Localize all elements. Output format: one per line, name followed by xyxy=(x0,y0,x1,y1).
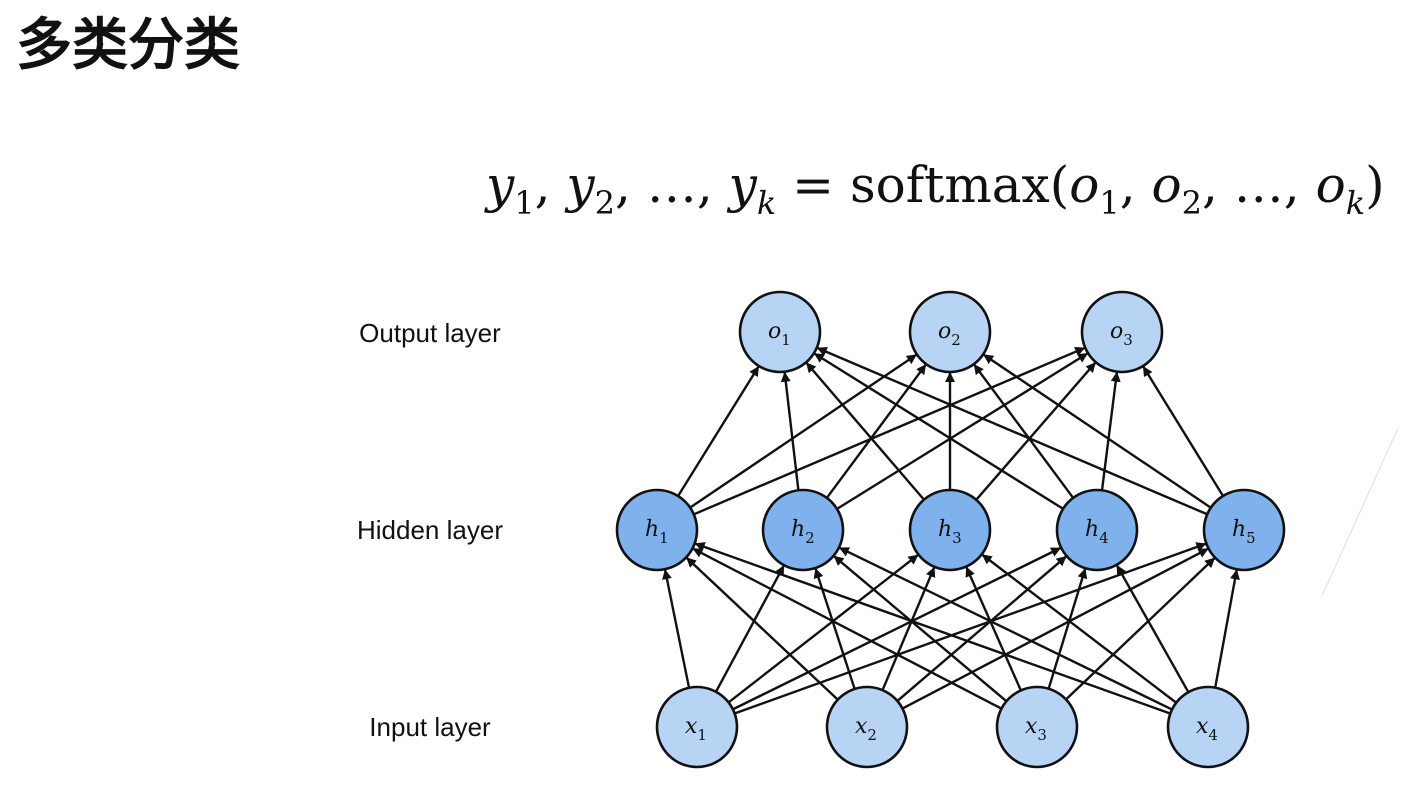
node-o1: o1 xyxy=(738,290,822,374)
formula-ok: o xyxy=(1315,156,1346,214)
edge-x1-h3 xyxy=(728,554,919,703)
edge-x2-h5 xyxy=(902,547,1209,710)
edge-h3-o1 xyxy=(805,362,925,500)
edge-h1-o1 xyxy=(677,365,760,496)
nodes: o1 o2 o3 h1 h2 h3 h4 h5 x1 x2 x3 x4 xyxy=(615,290,1286,769)
edge-x3-h2 xyxy=(833,555,1007,702)
node-h1: h1 xyxy=(615,488,699,572)
formula-y2: y xyxy=(566,156,595,214)
formula-ellipsis: … xyxy=(1233,156,1284,214)
node-circle xyxy=(825,685,909,769)
node-x4: x4 xyxy=(1166,685,1250,769)
node-h3: h3 xyxy=(908,488,992,572)
edge-h2-o2 xyxy=(826,364,927,498)
node-label: x1 xyxy=(685,714,707,744)
formula-equals: = xyxy=(792,156,835,214)
edge-x4-h3 xyxy=(981,553,1177,704)
edge-h2-o3 xyxy=(837,352,1089,510)
node-circle xyxy=(615,488,699,572)
node-h5: h5 xyxy=(1202,488,1286,572)
edge-x2-h1 xyxy=(686,557,838,700)
node-h2: h2 xyxy=(761,488,845,572)
node-x1: x1 xyxy=(655,685,739,769)
edge-x1-h5 xyxy=(735,542,1207,715)
node-circle xyxy=(738,290,822,374)
edge-x1-h2 xyxy=(715,565,785,692)
node-o3: o3 xyxy=(1080,290,1164,374)
edge-h4-o2 xyxy=(973,364,1074,498)
node-circle xyxy=(761,488,845,572)
formula-yk: y xyxy=(728,156,757,214)
node-o2: o2 xyxy=(908,290,992,374)
node-label: h2 xyxy=(791,517,815,547)
node-x3: x3 xyxy=(995,685,1079,769)
node-circle xyxy=(1166,685,1250,769)
node-label: x4 xyxy=(1196,714,1218,744)
formula-ellipsis: … xyxy=(646,156,697,214)
node-circle xyxy=(995,685,1079,769)
node-label: h1 xyxy=(645,517,669,547)
edge-x1-h1 xyxy=(662,569,691,688)
formula-lhs: y1, y2, …, yk xyxy=(486,156,777,222)
formula-o1: o xyxy=(1069,156,1100,214)
page-title: 多类分类 xyxy=(16,13,240,78)
edge-x4-h5 xyxy=(1214,569,1240,687)
node-label: h3 xyxy=(938,517,962,547)
node-label: o2 xyxy=(938,319,961,349)
edge-h2-o1 xyxy=(780,371,800,490)
edge-h5-o1 xyxy=(816,346,1207,516)
edge-h3-o3 xyxy=(975,362,1097,500)
edge-x3-h4 xyxy=(1047,568,1088,689)
node-circle xyxy=(1080,290,1164,374)
edge-x4-h1 xyxy=(694,542,1170,715)
edge-x2-h3 xyxy=(881,566,936,690)
edge-x2-h4 xyxy=(897,555,1067,702)
edge-x1-h4 xyxy=(733,547,1062,710)
edge-h5-o3 xyxy=(1142,366,1224,496)
edge-h5-o2 xyxy=(983,353,1211,509)
node-label: x2 xyxy=(855,714,877,744)
connections xyxy=(662,346,1240,715)
input-layer-label: Input layer xyxy=(369,712,491,742)
edge-h1-o3 xyxy=(694,346,1086,516)
node-circle xyxy=(908,290,992,374)
softmax-formula: y1, y2, …, yk = softmax(o1, o2, …, ok) xyxy=(486,156,1385,222)
node-circle xyxy=(908,488,992,572)
formula-function: softmax xyxy=(849,156,1050,214)
hidden-layer-label: Hidden layer xyxy=(357,515,503,545)
node-label: h4 xyxy=(1085,517,1109,547)
node-label: o1 xyxy=(768,319,791,349)
node-h4: h4 xyxy=(1055,488,1139,572)
node-label: o3 xyxy=(1110,319,1133,349)
node-label: x3 xyxy=(1025,714,1047,744)
decorative-line xyxy=(1321,427,1399,597)
formula-y1: y xyxy=(486,156,515,214)
edge-x3-h5 xyxy=(1065,557,1216,700)
edge-x4-h2 xyxy=(838,546,1172,711)
edge-h4-o1 xyxy=(813,352,1063,510)
node-x2: x2 xyxy=(825,685,909,769)
edge-x3-h3 xyxy=(965,566,1022,690)
node-circle xyxy=(1055,488,1139,572)
edge-x3-h1 xyxy=(692,547,1002,710)
edge-h1-o2 xyxy=(690,353,917,509)
node-label: h5 xyxy=(1232,517,1256,547)
node-circle xyxy=(655,685,739,769)
node-circle xyxy=(1202,488,1286,572)
formula-o2: o xyxy=(1151,156,1182,214)
output-layer-label: Output layer xyxy=(359,318,501,348)
edge-x4-h4 xyxy=(1116,564,1189,692)
